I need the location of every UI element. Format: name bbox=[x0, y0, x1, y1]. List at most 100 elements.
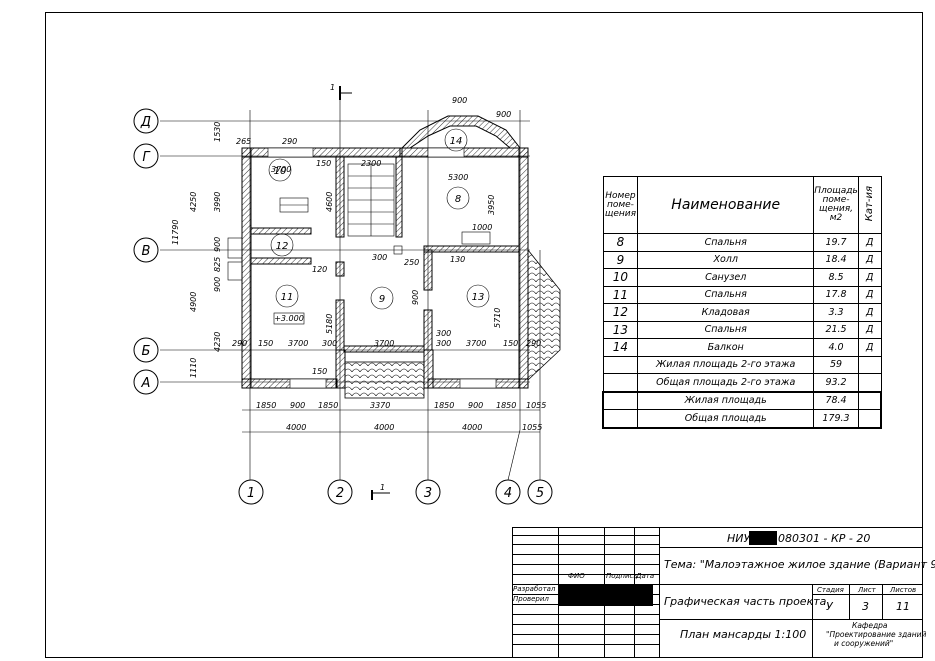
balcony-14 bbox=[400, 115, 522, 149]
dim-text: 3950 bbox=[487, 195, 496, 215]
role-developer: Разработал bbox=[513, 585, 556, 593]
dim-text: 290 bbox=[526, 339, 541, 348]
dim-text: 2300 bbox=[361, 159, 381, 168]
dim-text: 3990 bbox=[213, 192, 222, 212]
staircase bbox=[347, 163, 395, 237]
header-area: Площадь поме- щения, м2 bbox=[813, 176, 859, 234]
dim-text: 150 bbox=[316, 159, 331, 168]
title-block: ФИО Подпись Дата Разработал Проверил НИУ… bbox=[512, 527, 935, 658]
section-mark-bottom: 1 bbox=[371, 483, 390, 500]
bottom-dimension-lines bbox=[242, 409, 540, 433]
theme-title: Тема: "Малоэтажное жилое здание (Вариант… bbox=[664, 558, 935, 571]
dim-text: 900 bbox=[496, 110, 511, 119]
dim-text: 300 bbox=[436, 339, 451, 348]
stage-label: Стадия bbox=[817, 586, 844, 594]
dim-text: 1850 bbox=[318, 401, 338, 410]
dim-text: 5300 bbox=[448, 173, 468, 182]
sheets-value: 11 bbox=[896, 600, 910, 613]
level-text: +3.000 bbox=[274, 314, 304, 323]
col-date: Дата bbox=[636, 572, 655, 580]
axis-number: 1 bbox=[247, 486, 255, 501]
section-number: 1 bbox=[330, 83, 335, 92]
dim-text: 900 bbox=[213, 277, 222, 292]
dim-text: 1850 bbox=[434, 401, 454, 410]
dimension-labels: 265 290 3700 150 2300 5300 900 900 1530 … bbox=[171, 96, 541, 378]
dim-text: 265 bbox=[236, 137, 251, 146]
section-number: 1 bbox=[380, 483, 385, 492]
axis-letter: Б bbox=[142, 344, 151, 359]
roof-tiles bbox=[344, 248, 561, 399]
sheet-frame bbox=[45, 12, 923, 658]
room-number: 10 bbox=[274, 166, 287, 177]
dim-text: 3700 bbox=[288, 339, 308, 348]
room-number: 8 bbox=[455, 194, 461, 205]
dim-text: 4900 bbox=[189, 292, 198, 312]
signature-grid bbox=[512, 527, 660, 658]
stage-value: У bbox=[826, 600, 833, 613]
dim-text: 4000 bbox=[374, 423, 394, 432]
department-line: "Проектирование зданий bbox=[826, 630, 927, 639]
axis-letter: В bbox=[142, 244, 151, 259]
dim-text: 4250 bbox=[189, 192, 198, 212]
dim-text: 300 bbox=[372, 253, 387, 262]
role-checker: Проверил bbox=[513, 595, 549, 603]
sheet-value: 3 bbox=[862, 600, 869, 613]
dim-text: 3370 bbox=[370, 401, 390, 410]
windows bbox=[227, 147, 497, 389]
axis-letter: Д bbox=[140, 115, 151, 130]
dim-text: 300 bbox=[322, 339, 337, 348]
dim-text: 300 bbox=[436, 329, 451, 338]
sheet-label: Лист bbox=[858, 586, 876, 594]
dim-text: 900 bbox=[213, 237, 222, 252]
dim-text: 3700 bbox=[466, 339, 486, 348]
dim-text: 11790 bbox=[171, 220, 180, 245]
sheet-title: План мансарды 1:100 bbox=[680, 628, 807, 641]
department-line: и сооружений" bbox=[834, 639, 894, 648]
dim-text: 1850 bbox=[496, 401, 516, 410]
dim-text: 4000 bbox=[462, 423, 482, 432]
level-mark: +3.000 bbox=[273, 312, 305, 325]
dim-text: 150 bbox=[258, 339, 273, 348]
dim-text: 130 bbox=[450, 255, 465, 264]
dim-text: 3700 bbox=[374, 339, 394, 348]
redacted-names bbox=[559, 584, 653, 606]
dim-text: 1530 bbox=[213, 122, 222, 142]
dim-text: 5180 bbox=[325, 314, 334, 334]
dim-text: 3700 bbox=[271, 165, 291, 174]
dim-text: 5710 bbox=[493, 308, 502, 328]
room-number: 12 bbox=[276, 241, 289, 252]
room-number: 14 bbox=[450, 136, 463, 147]
dim-text: 1055 bbox=[522, 423, 542, 432]
axis-number: 2 bbox=[336, 486, 344, 501]
dim-text: 1055 bbox=[526, 401, 546, 410]
section-mark-top: 1 bbox=[330, 83, 352, 100]
department-line: Кафедра bbox=[852, 621, 888, 630]
header-num: Номер поме- щения bbox=[602, 176, 639, 234]
room-number: 9 bbox=[379, 294, 385, 305]
dim-text: 1110 bbox=[189, 358, 198, 378]
header-category: Кат-ия bbox=[858, 176, 882, 234]
dim-text: 1000 bbox=[472, 223, 492, 232]
axis-number: 4 bbox=[504, 486, 512, 501]
header-name: Наименование bbox=[637, 176, 815, 234]
dim-text: 250 bbox=[404, 258, 419, 267]
dim-text: 4000 bbox=[286, 423, 306, 432]
fixtures bbox=[279, 197, 491, 255]
room-markers: 10 12 11 9 8 13 14 bbox=[268, 128, 490, 310]
doc-code: 080301 - КР - 20 bbox=[778, 532, 871, 545]
dim-text: 120 bbox=[312, 265, 327, 274]
sheets-label: Листов bbox=[890, 586, 917, 594]
axis-letter: А bbox=[141, 376, 151, 391]
dim-text: 290 bbox=[232, 339, 247, 348]
axis-number: 5 bbox=[536, 486, 544, 501]
part-title: Графическая часть проекта bbox=[664, 595, 827, 608]
dim-text: 150 bbox=[312, 367, 327, 376]
bottom-dimension-labels: 1850 900 1850 3370 1850 900 1850 1055 40… bbox=[256, 401, 546, 432]
